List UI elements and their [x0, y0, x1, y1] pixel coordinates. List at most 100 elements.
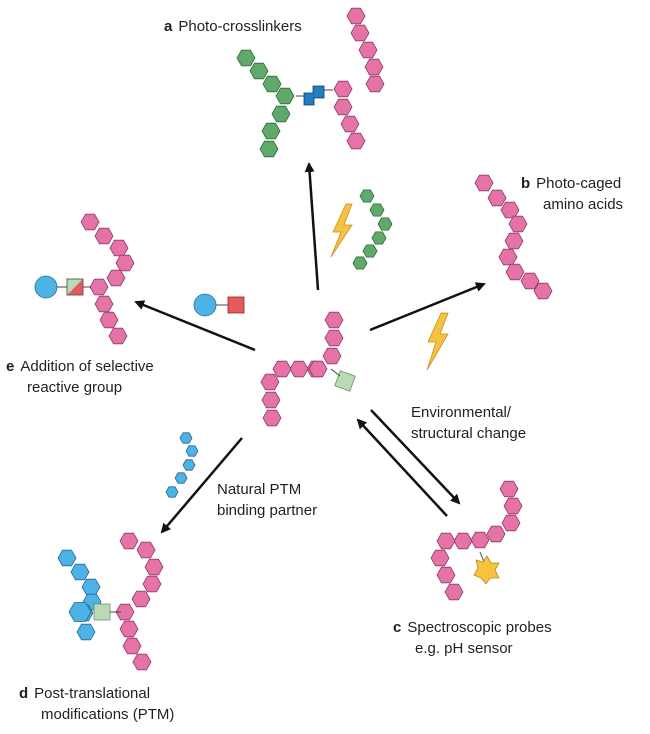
amino-acid-hexagon [70, 563, 90, 581]
amino-acid-hexagon [109, 239, 129, 257]
photo-caged-protein [474, 174, 553, 300]
amino-acid-hexagon [508, 215, 528, 233]
amino-acid-hexagon [174, 472, 188, 484]
amino-acid-hexagon [474, 174, 494, 192]
amino-acid-hexagon [80, 213, 100, 231]
amino-acid-hexagon [271, 105, 291, 123]
amino-acid-hexagon [333, 98, 353, 116]
amino-acid-hexagon [260, 373, 280, 391]
arrow-to-c [370, 409, 461, 505]
amino-acid-hexagon [94, 295, 114, 313]
amino-acid-hexagon [504, 232, 524, 250]
amino-acid-hexagon [453, 532, 473, 550]
amino-acid-hexagon [499, 480, 519, 498]
arrow-to-e [134, 300, 256, 352]
amino-acid-hexagon [498, 248, 518, 266]
amino-acid-hexagon [99, 311, 119, 329]
binding-partner-protein [352, 189, 393, 270]
amino-acid-hexagon [119, 532, 139, 550]
amino-acid-hexagon [68, 602, 92, 622]
amino-acid-hexagon [275, 87, 295, 105]
photo-crosslinker-dimer [236, 7, 385, 158]
amino-acid-hexagon [262, 409, 282, 427]
amino-acid-hexagon [131, 590, 151, 608]
amino-acid-hexagon [289, 360, 309, 378]
amino-acid-hexagon [261, 122, 281, 140]
amino-acid-hexagon [308, 360, 328, 378]
amino-acid-hexagon [89, 278, 109, 296]
amino-acid-hexagon [364, 58, 384, 76]
lightning-bolt-icon [330, 203, 353, 258]
amino-acid-hexagon [108, 327, 128, 345]
amino-acid-hexagon [272, 360, 292, 378]
amino-acid-hexagon [470, 531, 490, 549]
amino-acid-hexagon [185, 445, 199, 457]
ph-sensor-star [473, 555, 500, 585]
amino-acid-hexagon [106, 269, 126, 287]
amino-acid-hexagon [505, 263, 525, 281]
amino-acid-hexagon [430, 549, 450, 567]
amino-acid-hexagon [436, 532, 456, 550]
amino-acid-hexagon [261, 391, 281, 409]
amino-acid-hexagon [359, 189, 375, 203]
amino-acid-hexagon [115, 254, 135, 272]
amino-acid-hexagon [350, 24, 370, 42]
amino-acid-hexagon [249, 62, 269, 80]
amino-acid-hexagon [262, 75, 282, 93]
reactive-group-attached [34, 275, 91, 299]
amino-acid-hexagon [362, 244, 378, 258]
arrow-from-c [356, 418, 448, 517]
lightning-bolt-icon [426, 312, 449, 371]
amino-acid-hexagon [322, 347, 342, 365]
amino-acid-hexagon [500, 201, 520, 219]
amino-acid-hexagon [179, 432, 193, 444]
amino-acid-hexagon [371, 231, 387, 245]
amino-acid-hexagon [436, 566, 456, 584]
amino-acid-hexagon [182, 459, 196, 471]
amino-acid-hexagon [520, 272, 540, 290]
amino-acid-hexagon [144, 558, 164, 576]
amino-acid-hexagon [324, 311, 344, 329]
amino-acid-hexagon [333, 80, 353, 98]
amino-acid-hexagon [365, 75, 385, 93]
amino-acid-hexagon [259, 140, 279, 158]
amino-acid-hexagon [132, 653, 152, 671]
amino-acid-hexagon [444, 583, 464, 601]
amino-acid-hexagon [324, 329, 344, 347]
amino-acid-hexagon [358, 41, 378, 59]
ptm-complex [57, 532, 164, 671]
amino-acid-hexagon [236, 49, 256, 67]
amino-acid-hexagon [81, 578, 101, 596]
amino-acid-hexagon [503, 497, 523, 515]
free-reactive-reagent [193, 293, 245, 317]
amino-acid-hexagon [57, 549, 77, 567]
amino-acid-hexagon [487, 189, 507, 207]
amino-acid-hexagon [76, 623, 96, 641]
ptm-square [93, 603, 111, 621]
amino-acid-hexagon [533, 282, 553, 300]
arrow-to-b [369, 282, 486, 332]
amino-acid-hexagon [340, 115, 360, 133]
amino-acid-hexagon [119, 620, 139, 638]
amino-acid-hexagon [501, 514, 521, 532]
center-linker [330, 368, 341, 377]
label-ptm-partner: Natural PTM binding partner [217, 481, 318, 519]
amino-acid-hexagon [346, 132, 366, 150]
amino-acid-hexagon [377, 217, 393, 231]
ptm-binding-partner [165, 432, 199, 498]
label-environmental-change: Environmental/ structural change [411, 404, 527, 442]
reactive-group-protein [80, 213, 135, 345]
amino-acid-hexagon [369, 203, 385, 217]
arrow-to-a [304, 162, 320, 291]
amino-acid-hexagon [165, 486, 179, 498]
amino-acid-hexagon [346, 7, 366, 25]
amino-acid-hexagon [142, 575, 162, 593]
spectroscopic-probe-protein [430, 480, 523, 601]
arrows [134, 162, 486, 534]
crosslinker-group [296, 85, 333, 106]
